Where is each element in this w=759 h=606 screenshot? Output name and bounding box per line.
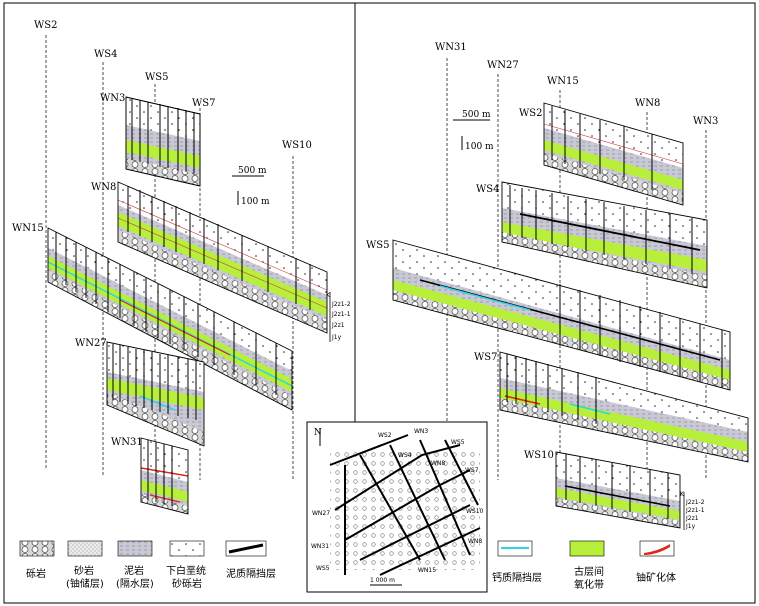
legend-label: 砾岩 [26,567,46,580]
legend-label: 氧化带 [574,578,604,591]
section-wn31: WN31 [111,437,189,515]
well-label: WN31 [435,42,467,53]
map-label: WN8 [431,460,445,467]
strata-label: J1y [685,523,696,530]
map-label: WN15 [418,567,436,574]
legend-swatch-sandstone [67,540,103,557]
section-label: WS7 [474,352,498,363]
strata-label: J2z1-2 [331,301,351,308]
strata-label: J2z1-2 [685,499,705,506]
map-label: WS5 [451,439,465,446]
section-label: WS10 [524,450,554,461]
section-ws5: WS5 [366,239,731,391]
map-label: WS2 [378,432,392,439]
scale-label-vertical: 100 m [465,142,494,152]
section-label: WN3 [100,93,125,104]
well-label: WN3 [693,116,718,127]
map-label: WN31 [311,543,329,550]
well-label: WN27 [487,60,519,71]
legend-label: 泥质隔挡层 [226,567,276,580]
strata-label: K [326,292,331,299]
section-label: WN31 [111,437,143,448]
legend-label: 砂岩 [74,564,94,577]
legend-swatch-ore-body [639,540,675,557]
strata-label: J2z1 [331,322,345,329]
well-label: WS2 [34,20,58,31]
section-label: WN15 [12,223,44,234]
scale-label-vertical: 100 m [241,197,270,207]
scale-label-horizontal: 500 m [462,110,491,120]
strata-label: K [680,491,685,498]
well-label: WS5 [145,72,169,83]
well-label: WN15 [547,76,579,87]
well-label: WS10 [282,140,312,151]
section-ws7: WS7 [474,351,749,463]
map-label: WS5 [316,565,330,572]
section-label: WS5 [366,240,390,251]
legend-label: (隔水层) [116,578,154,590]
strata-key-right: K J2z1-2 J2z1-1 J2z1 J1y [680,491,705,530]
strata-label: J1y [331,334,342,341]
north-label: N [314,428,322,438]
section-wn3: WN3 [100,93,201,187]
scale-label-horizontal: 500 m [238,166,267,176]
map-label: WN27 [312,510,330,517]
figure-border [3,2,756,604]
legend-label: 下白垩统 [166,564,206,577]
section-wn27: WN27 [75,338,205,447]
section-wn8: WN8 [91,181,328,334]
section-label: WS2 [519,108,543,119]
section-ws4: WS4 [476,181,708,289]
legend-swatch-oxidation-zone [569,540,605,557]
inset-location-map: N WS2 WN3 WS4 WS5 WS7 WN8 WS10 WN27 WN31… [306,421,488,593]
legend-label: 砂砾岩 [172,577,202,590]
strata-label: J2z1 [685,515,699,522]
strata-label: J2z1-1 [331,311,351,318]
well-label: WS4 [94,49,118,60]
map-label: WS4 [398,452,412,459]
legend-swatch-lower-cretaceous [169,540,205,557]
section-label: WN8 [91,182,116,193]
map-label: WS7 [465,467,479,474]
legend-swatch-mudstone [117,540,153,557]
legend-label: 古层间 [574,565,604,578]
section-label: WS4 [476,184,500,195]
legend-label: 钙质隔挡层 [492,571,542,584]
legend-swatch-conglomerate [19,540,55,557]
well-label: WS7 [192,98,216,109]
left-fence-panel: WS2 WS4 WS5 WS7 WS10 500 m 100 m WN3 [12,20,351,515]
map-label: WN3 [414,428,428,435]
section-ws10: WS10 [524,450,681,529]
map-scale-label: 1 000 m [370,577,395,584]
right-fence-panel: WN31 WN27 WN15 WN8 WN3 500 m 100 m WS2 [366,42,749,530]
legend-label: 泥岩 [124,564,144,577]
well-label: WN8 [635,98,660,109]
map-label: WN8 [468,538,482,545]
legend-label: (铀储层) [66,577,104,590]
section-wn15: WN15 [12,223,293,411]
section-ws2: WS2 [519,102,684,206]
legend-swatch-mud-barrier [225,540,267,557]
legend-label: 铀矿化体 [636,571,676,584]
strata-key-left: K J2z1-2 J2z1-1 J2z1 J1y [326,292,351,342]
legend-swatch-calc-barrier [497,540,533,557]
section-label: WN27 [75,338,107,349]
strata-label: J2z1-1 [685,507,705,514]
legend: 砾岩 砂岩 (铀储层) 泥岩 (隔水层) 下白垩统 砂砾岩 泥质隔挡层 钙质隔挡… [19,540,676,591]
map-label: WS10 [466,508,484,515]
